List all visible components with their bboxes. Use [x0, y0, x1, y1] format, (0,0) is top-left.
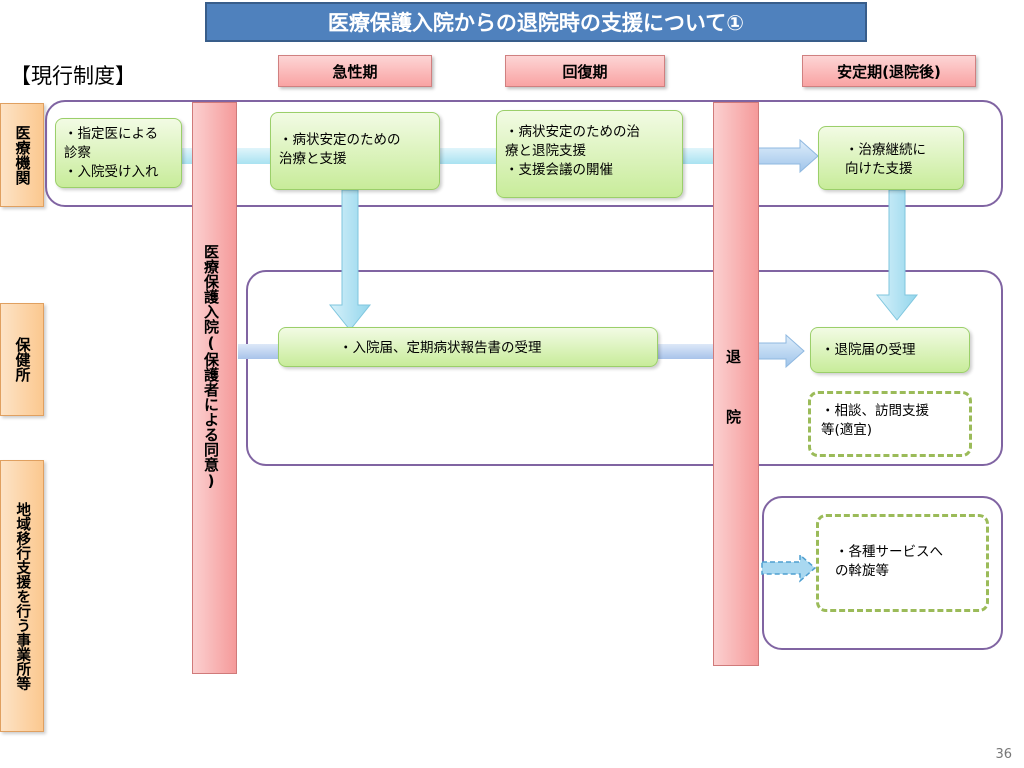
arrow-right-medical: [757, 138, 819, 174]
box-consultation: ・相談、訪問支援 等(適宜): [808, 391, 972, 457]
org-health-center: 保健所: [0, 303, 44, 416]
connector-bar: [682, 148, 716, 164]
org-medical: 医療機関: [0, 103, 44, 207]
pillar-admission: [192, 102, 237, 674]
box-continued-treatment: ・治療継続に 向けた支援: [818, 126, 964, 190]
pillar-discharge-char-1: 退: [726, 348, 742, 366]
box-service-mediation: ・各種サービスへ の斡旋等: [816, 514, 989, 612]
section-label: 【現行制度】: [10, 64, 136, 88]
pillar-discharge: [713, 102, 759, 666]
org-medical-label: 医療機関: [13, 125, 32, 185]
org-regional-support-label: 地域移行支援を行う事業所等: [14, 501, 31, 691]
box-admission-report: ・入院届、定期病状報告書の受理: [278, 327, 658, 367]
arrow-down-stable: [875, 189, 919, 321]
page-title: 医療保護入院からの退院時の支援について①: [205, 2, 867, 42]
arrow-right-health: [757, 333, 805, 369]
phase-recovery: 回復期: [505, 55, 665, 87]
arrow-down-acute: [328, 189, 372, 331]
pillar-discharge-char-2: 院: [726, 408, 742, 426]
region-medical: [45, 100, 1003, 207]
connector-bar: [438, 148, 498, 164]
org-health-center-label: 保健所: [13, 337, 32, 382]
page-number: 36: [995, 747, 1012, 762]
pillar-admission-label: 医療保護入院(保護者による同意): [202, 244, 220, 490]
phase-acute: 急性期: [278, 55, 432, 87]
connector-bar: [238, 344, 280, 359]
phase-stable: 安定期(退院後): [802, 55, 976, 87]
box-acute-treatment: ・病状安定のための 治療と支援: [270, 112, 440, 190]
arrow-right-regional: [761, 553, 817, 583]
org-regional-support: 地域移行支援を行う事業所等: [0, 460, 44, 732]
region-health-center: [246, 270, 1003, 466]
box-discharge-report: ・退院届の受理: [810, 327, 970, 373]
connector-bar: [656, 344, 714, 359]
box-recovery-treatment: ・病状安定のための治 療と退院支援 ・支援会議の開催: [496, 110, 683, 198]
box-designated-doctor: ・指定医による 診察 ・入院受け入れ: [55, 118, 182, 188]
